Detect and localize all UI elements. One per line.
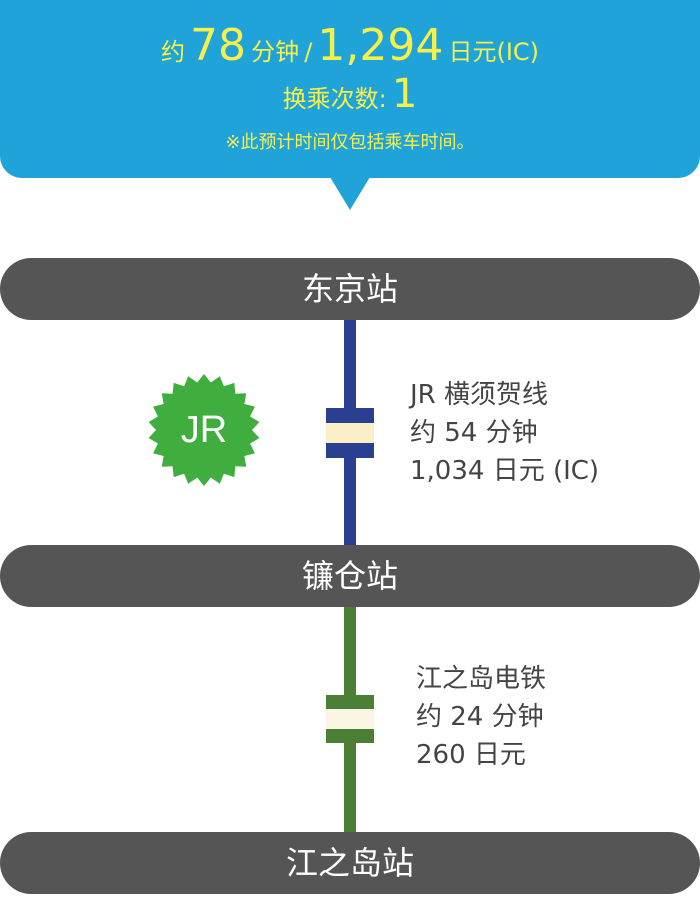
station-tokyo: 东京站 bbox=[0, 258, 700, 320]
station-kamakura: 镰仓站 bbox=[0, 545, 700, 607]
time-fare-row: 约 78 分钟 / 1,294 日元(IC) bbox=[0, 18, 700, 74]
segment-info-jr: JR 横须贺线 约 54 分钟 1,034 日元 (IC) bbox=[410, 376, 599, 490]
duration: 约 54 分钟 bbox=[410, 418, 538, 448]
line-name: 江之岛电铁 bbox=[416, 664, 547, 694]
jr-logo-icon: JR bbox=[148, 374, 260, 486]
station-enoshima: 江之岛站 bbox=[0, 832, 700, 894]
fare: 1,034 日元 (IC) bbox=[410, 456, 600, 486]
time-unit: 分钟 bbox=[251, 38, 300, 66]
jr-train-icon bbox=[326, 408, 374, 458]
transfers-label: 换乘次数: bbox=[282, 85, 387, 113]
fare-value: 1,294 bbox=[317, 20, 444, 71]
transfers-row: 换乘次数: 1 bbox=[0, 70, 700, 118]
line-name: JR 横须贺线 bbox=[410, 380, 548, 410]
separator: / bbox=[304, 38, 313, 66]
jr-logo-text: JR bbox=[181, 409, 227, 451]
duration: 约 24 分钟 bbox=[416, 702, 544, 732]
route-summary-panel: 约 78 分钟 / 1,294 日元(IC) 换乘次数: 1 ※此预计时间仅包括… bbox=[0, 0, 700, 178]
time-value: 78 bbox=[190, 20, 247, 71]
summary-note: ※此预计时间仅包括乘车时间。 bbox=[225, 132, 475, 153]
segment-info-enoden: 江之岛电铁 约 24 分钟 260 日元 bbox=[416, 660, 546, 774]
time-prefix: 约 bbox=[160, 38, 185, 66]
enoden-train-icon bbox=[326, 695, 374, 743]
fare: 260 日元 bbox=[416, 740, 526, 770]
transfers-value: 1 bbox=[391, 71, 418, 117]
fare-unit: 日元(IC) bbox=[448, 38, 540, 66]
summary-pointer bbox=[330, 177, 370, 210]
